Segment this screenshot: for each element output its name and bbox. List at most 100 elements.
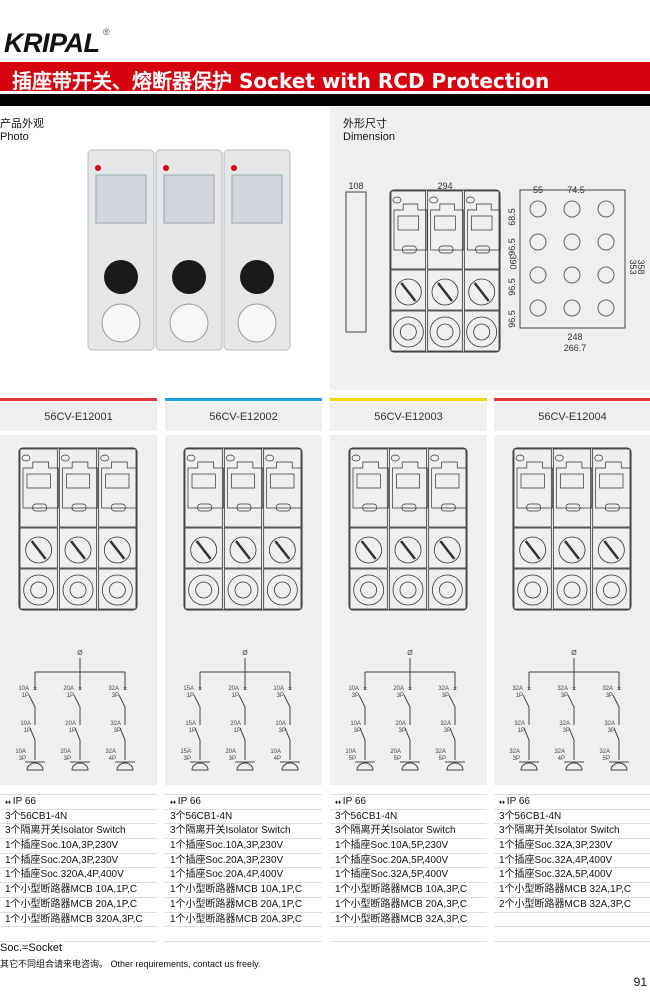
- spec-row: [494, 913, 650, 928]
- photo-socket: [101, 303, 141, 343]
- isolator-module: [58, 527, 98, 569]
- socket-pins: [436, 323, 454, 341]
- isolator-module: [349, 527, 388, 569]
- socket-pins: [30, 581, 48, 599]
- rcd-test-button: [197, 503, 213, 512]
- mcb-symbol: ×: [243, 686, 247, 693]
- isolator-module: [223, 527, 263, 569]
- spec-text: 1个插座Soc.20A,5P,400V: [335, 854, 449, 866]
- rcd-cover: [187, 461, 224, 509]
- socket-face: [392, 574, 424, 606]
- socket-face: [188, 574, 220, 606]
- spec-row: ♦♦ IP 66: [0, 795, 157, 810]
- spec-row: ♦♦ IP 66: [330, 795, 487, 810]
- spec-row: 1个小型断路器MCB 20A,3P,C: [330, 898, 487, 913]
- spec-text: IP 66: [177, 796, 201, 807]
- socket-rating: 10A: [345, 749, 356, 755]
- spec-row: 3个隔离开关Isolator Switch: [494, 824, 650, 840]
- rcd-window: [520, 473, 545, 489]
- spec-text: 3个隔离开关Isolator Switch: [170, 825, 291, 837]
- rcd-window: [191, 473, 216, 489]
- isolator-handle: [30, 540, 47, 560]
- rcd-module: [592, 448, 631, 528]
- dimension-value: 96.5: [507, 310, 517, 328]
- isolator-module: [428, 527, 467, 569]
- socket-face: [23, 574, 55, 606]
- indicator-lamp: [515, 454, 525, 462]
- isolator-module: [263, 527, 302, 569]
- accent-bar: [330, 398, 487, 401]
- rcd-window: [470, 215, 493, 231]
- isolator-module: [552, 527, 592, 569]
- mcb-rating: 32A: [512, 686, 523, 692]
- socket-pins: [195, 581, 213, 599]
- socket-poles: 5P: [439, 756, 446, 762]
- socket-rating: 10A: [15, 749, 26, 755]
- spec-row: 1个小型断路器MCB 10A,1P,C: [0, 883, 157, 898]
- registered-mark: ®: [103, 27, 110, 37]
- socket-module: [463, 310, 500, 352]
- isolator-switch-knob: [433, 536, 461, 564]
- indicator-lamp: [60, 454, 70, 462]
- isolator-switch-knob: [25, 536, 53, 564]
- indicator-lamp: [100, 454, 110, 462]
- dimension-value: 294: [437, 181, 452, 191]
- spec-row: 1个插座Soc.20A,3P,230V: [0, 854, 157, 869]
- isolator-module: [592, 527, 631, 569]
- isolator-poles: 1P: [518, 728, 525, 734]
- indicator-lamp: [351, 454, 361, 462]
- mcb-symbol: ×: [78, 686, 82, 693]
- rcd-test-button: [565, 503, 581, 512]
- dimension-value: 266.7: [564, 343, 587, 353]
- isolator-module: [513, 527, 552, 569]
- isolator-poles: 3P: [563, 728, 570, 734]
- socket-face: [62, 574, 94, 606]
- mounting-hole: [529, 299, 547, 317]
- socket-rating: 10A: [270, 749, 281, 755]
- isolator-rating: 10A: [20, 721, 31, 727]
- mcb-poles: 1P: [232, 693, 239, 699]
- rcd-test-button: [438, 245, 454, 254]
- mounting-hole: [563, 233, 581, 251]
- rcd-cover: [430, 203, 465, 251]
- schematic-supply-label: Ø: [77, 650, 83, 657]
- water-drop-icon: ♦♦: [170, 800, 178, 806]
- mcb-symbol: ×: [527, 686, 531, 693]
- footer-note: Soc.=Socket: [0, 942, 63, 954]
- mcb-rating: 10A: [273, 686, 284, 692]
- isolator-switch-knob: [519, 536, 547, 564]
- socket-poles: 3P: [19, 756, 26, 762]
- photo-isolator-knob: [172, 260, 206, 294]
- isolator-contact: [449, 727, 456, 741]
- enclosure: [18, 447, 138, 611]
- isolator-module: [19, 527, 58, 569]
- spec-row: [165, 927, 322, 942]
- spec-text: 1个小型断路器MCB 32A,3P,C: [335, 913, 468, 925]
- model-name: 56CV-E12001: [0, 403, 157, 431]
- rcd-test-button: [475, 245, 491, 254]
- socket-face: [392, 316, 424, 348]
- isolator-switch-knob: [268, 536, 296, 564]
- isolator-handle: [274, 540, 291, 560]
- footer-contact: 其它不同组合请来电咨询。 Other requirements, contact…: [0, 959, 261, 969]
- socket-face: [556, 574, 588, 606]
- socket-module: [390, 310, 427, 352]
- spec-row: 1个插座Soc.32A,3P,230V: [494, 839, 650, 854]
- isolator-handle: [235, 540, 251, 560]
- mcb-symbol: ×: [453, 686, 457, 693]
- accent-bar: [165, 398, 322, 401]
- socket-poles: 4P: [558, 756, 565, 762]
- mcb-symbol: ×: [123, 686, 127, 693]
- isolator-switch-knob: [597, 536, 625, 564]
- rcd-module: [513, 448, 552, 528]
- photo-isolator-knob: [104, 260, 138, 294]
- socket-face: [595, 574, 627, 606]
- socket-pins: [563, 581, 581, 599]
- spec-text: IP 66: [342, 796, 366, 807]
- isolator-contact: [404, 727, 411, 741]
- spec-text: 3个56CB1-4N: [170, 810, 233, 822]
